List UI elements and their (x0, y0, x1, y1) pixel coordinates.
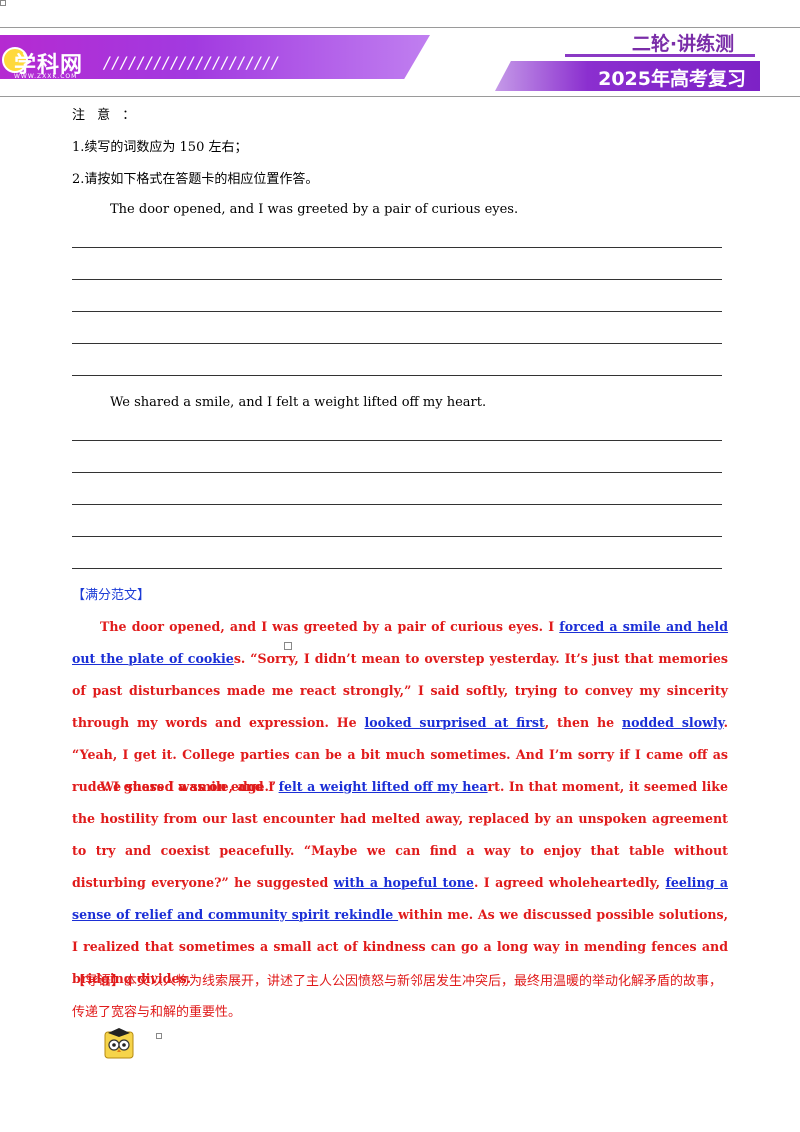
essay-text: The door opened, and I was greeted by a … (100, 619, 560, 634)
paragraph2-prompt: We shared a smile, and I felt a weight l… (110, 395, 487, 410)
essay-text: . “Yeah, I get it. College parties can b… (72, 715, 728, 794)
corner-mark (0, 0, 6, 6)
writing-line (72, 247, 722, 248)
placeholder-box (284, 642, 292, 650)
writing-line (72, 568, 722, 569)
writing-line (72, 375, 722, 376)
rule-2: 2.请按如下格式在答题卡的相应位置作答。 (72, 172, 319, 187)
logo-text: 学科网 (14, 53, 84, 78)
writing-line (72, 440, 722, 441)
essay-text: We shared a smile, and I (100, 779, 279, 794)
essay-paragraph-2: We shared a smile, and I felt a weight l… (72, 771, 728, 995)
owl-mascot-icon (104, 1028, 134, 1059)
series-title: 二轮·讲练测 (631, 33, 735, 55)
exam-title: 2025年高考复习 (598, 68, 746, 90)
essay-text: within me. As we discussed possible solu… (72, 907, 728, 986)
highlighted-phrase: felt a weight lifted off my hea (278, 779, 488, 794)
logo-banner: 学科网 WWW.ZXXK.COM ///////////////////// (0, 35, 430, 79)
essay-text: s. “Sorry, I didn’t mean to overstep yes… (72, 651, 728, 730)
model-essay-title: 【满分范文】 (72, 588, 151, 603)
placeholder-box (156, 1033, 162, 1039)
highlighted-phrase: feeling a sense of relief and community … (72, 875, 728, 922)
highlighted-phrase: with a hopeful tone (333, 875, 474, 890)
essay-paragraph-1: The door opened, and I was greeted by a … (72, 611, 728, 803)
rule-1: 1.续写的词数应为 150 左右； (72, 140, 248, 155)
highlighted-phrase: forced a smile and held out the plate of… (72, 619, 729, 666)
writing-line (72, 343, 722, 344)
page-header: 学科网 WWW.ZXXK.COM ///////////////////// 二… (0, 27, 800, 97)
essay-text: rt. In that moment, it seemed like the h… (72, 779, 728, 890)
title-divider (565, 54, 755, 57)
guide-text: 本文以人物为线索展开，讲述了主人公因愤怒与新邻居发生冲突后，最终用温暖的举动化解… (72, 974, 723, 1020)
exam-title-banner: 2025年高考复习 (495, 61, 760, 91)
essay-text: , then he (544, 715, 622, 730)
writing-line (72, 311, 722, 312)
writing-line (72, 504, 722, 505)
header-frame (0, 27, 800, 97)
highlighted-phrase: nodded slowly (622, 715, 724, 730)
essay-text: . I agreed wholeheartedly, (473, 875, 666, 890)
writing-line (72, 536, 722, 537)
guide-note: 【导语】本文以人物为线索展开，讲述了主人公因愤怒与新邻居发生冲突后，最终用温暖的… (72, 966, 728, 1028)
highlighted-phrase: looked surprised at first (364, 715, 545, 730)
notice-label: 注 意 ： (72, 108, 140, 123)
logo-icon (2, 47, 28, 73)
guide-tag: 【导语】 (72, 974, 125, 989)
writing-line (72, 472, 722, 473)
paragraph1-prompt: The door opened, and I was greeted by a … (110, 202, 519, 217)
decorative-slashes: ///////////////////// (104, 53, 281, 72)
logo-url: WWW.ZXXK.COM (14, 73, 78, 80)
writing-line (72, 279, 722, 280)
